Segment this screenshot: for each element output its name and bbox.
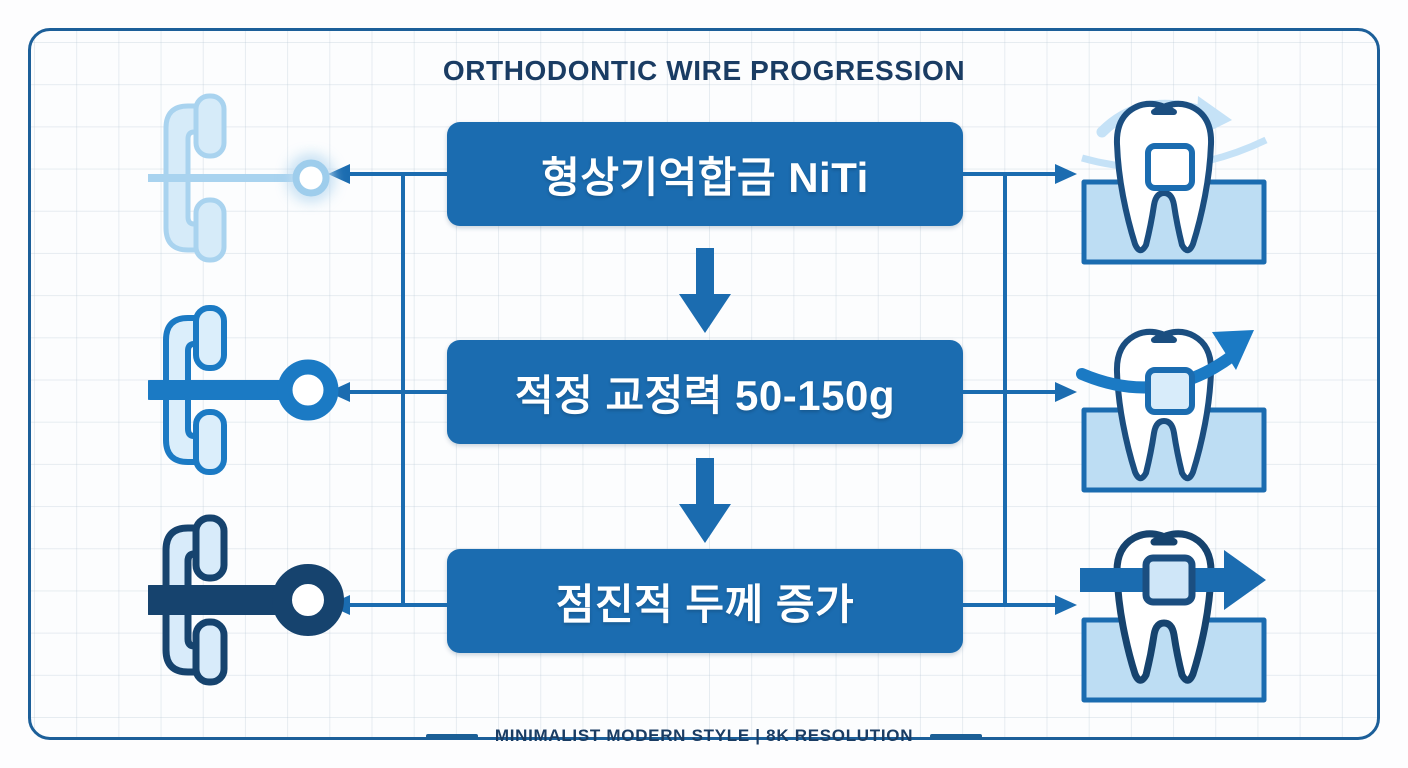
arrow-down-icon bbox=[679, 458, 731, 543]
tooth-bracket-thick-arrow-icon bbox=[1076, 528, 1272, 708]
tooth-bracket-medium-arrow-icon bbox=[1076, 318, 1272, 498]
flow-step-box-2[interactable]: 적정 교정력 50-150g bbox=[447, 340, 963, 444]
tooth-bracket-light-arc-icon bbox=[1076, 90, 1272, 270]
wire-bracket-thin-icon bbox=[144, 88, 348, 268]
page-title: ORTHODONTIC WIRE PROGRESSION bbox=[442, 55, 966, 86]
wire-bracket-thick-icon bbox=[135, 510, 348, 690]
footer-caption: MINIMALIST MODERN STYLE | 8K RESOLUTION bbox=[494, 726, 914, 745]
footer-rule-left bbox=[425, 733, 478, 739]
arrow-down-icon bbox=[679, 248, 731, 333]
flow-step-box-label: 적정 교정력 50-150g bbox=[515, 371, 895, 419]
flow-step-box-label: 점진적 두께 증가 bbox=[555, 580, 855, 628]
right-connector-lines bbox=[960, 120, 1085, 635]
flow-step-box-1[interactable]: 형상기억합금 NiTi bbox=[447, 122, 963, 226]
wire-bracket-medium-icon bbox=[140, 300, 348, 480]
footer-rule-right bbox=[930, 733, 983, 739]
flow-step-box-3[interactable]: 점진적 두께 증가 bbox=[447, 549, 963, 653]
footer: MINIMALIST MODERN STYLE | 8K RESOLUTION bbox=[0, 726, 1408, 746]
flow-step-box-label: 형상기억합금 NiTi bbox=[541, 153, 869, 201]
